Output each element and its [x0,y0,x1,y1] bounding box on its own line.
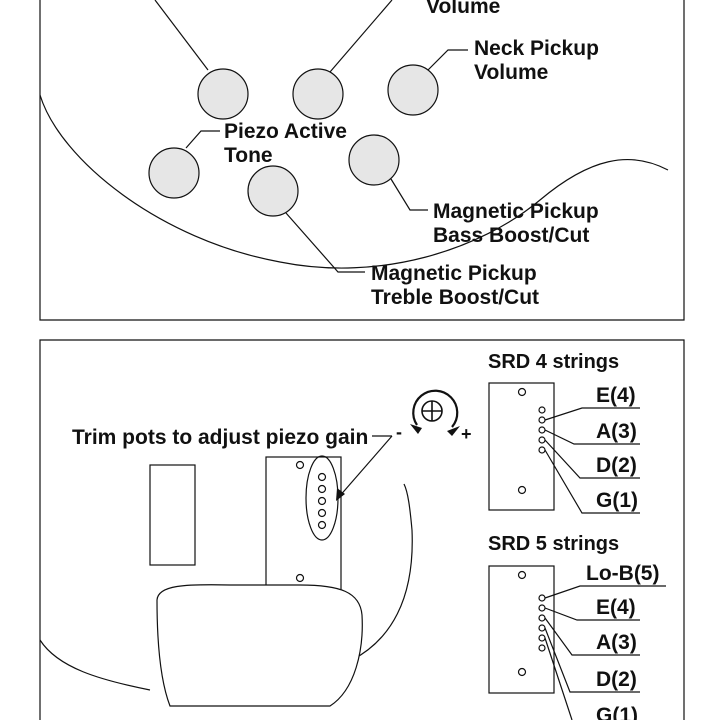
piezo-bridge [265,456,342,591]
srd4-screw-bottom [517,485,527,495]
label-magnetic-treble-2: Treble Boost/Cut [371,286,539,309]
srd5-plate [488,565,555,694]
srd5-string-e: E(4) [596,596,636,619]
srd5-saddle-6 [538,644,546,652]
leader-top-left [154,0,209,71]
rotation-minus: - [396,422,402,442]
srd4-screw-top [517,387,527,397]
trim-pot-arrow-line [337,435,393,499]
trim-pot-label: Trim pots to adjust piezo gain [72,426,368,449]
srd5-leader-g [544,637,573,720]
trim-pot-3 [317,496,327,506]
bottom-panel-border [39,339,685,720]
trim-pot-4 [317,508,327,518]
leader-magnetic-bass [390,178,428,211]
srd4-string-a: A(3) [596,420,637,443]
srd4-string-g: G(1) [596,489,638,512]
knob-magnetic-treble [247,165,299,217]
screwdriver-slot-cross [422,401,442,421]
leader-top-middle [329,0,393,73]
srd4-string-d: D(2) [596,454,637,477]
srd4-plate [488,382,555,511]
srd4-leader-e [544,407,640,421]
label-clipped-volume: Volume [426,0,500,18]
top-panel: Volume Neck Pickup Volume Piezo Active T… [39,0,685,321]
srd4-saddle-1 [538,406,546,414]
knob-neck-volume [387,64,439,116]
label-magnetic-bass-2: Bass Boost/Cut [433,224,589,247]
srd5-screw-top [517,570,527,580]
label-neck-pickup: Neck Pickup [474,37,599,60]
knob-left-top [197,68,249,120]
srd4-leader-d [544,439,640,479]
srd5-string-d: D(2) [596,668,637,691]
srd5-screw-bottom [517,667,527,677]
magnetic-pickup [149,464,196,566]
knob-magnetic-bass [348,134,400,186]
srd5-string-a: A(3) [596,631,637,654]
leader-neck-volume [424,49,468,74]
srd4-module: SRD 4 strings E(4) A(3) D(2) G(1) [488,351,640,514]
srd5-title: SRD 5 strings [488,533,619,555]
label-neck-volume: Volume [474,61,548,84]
trim-pot-1 [317,472,327,482]
bridge-screw-top [295,460,305,470]
trim-pot-2 [317,484,327,494]
srd4-leader-a [544,429,640,445]
top-body-contour [39,94,669,269]
bottom-body-contour [39,483,413,691]
trim-pot-arrowhead [336,488,345,501]
srd5-leader-a [544,617,640,656]
leader-magnetic-treble [285,212,365,273]
rotation-arrow-right-icon [447,426,460,436]
srd4-title: SRD 4 strings [488,351,619,373]
rotation-symbol: - + [396,389,472,444]
label-piezo-active: Piezo Active [224,120,347,143]
knob-piezo-tone [148,147,200,199]
srd5-leader-e [544,607,640,621]
srd5-module: SRD 5 strings Lo-B(5) E(4) A(3) D(2) G(1… [488,533,666,720]
knob-middle-top [292,68,344,120]
srd5-leader-lob [544,585,666,599]
rotation-arrow-left-icon [410,424,422,434]
control-cavity [156,584,363,707]
srd5-leader-d [544,627,640,693]
top-panel-border [39,0,685,321]
srd5-string-g: G(1) [596,704,638,720]
label-magnetic-treble-1: Magnetic Pickup [371,262,537,285]
srd4-string-e: E(4) [596,384,636,407]
rotation-plus: + [461,424,472,444]
srd4-leader-g [544,449,640,514]
label-magnetic-bass-1: Magnetic Pickup [433,200,599,223]
srd5-string-lob: Lo-B(5) [586,562,659,585]
bottom-panel: Trim pots to adjust piezo gain - + SRD 4… [39,339,685,720]
trim-pot-5 [317,520,327,530]
rotation-arc [412,389,459,428]
leader-piezo-tone [185,130,220,149]
bridge-screw-bottom [295,573,305,583]
label-piezo-tone: Tone [224,144,273,167]
